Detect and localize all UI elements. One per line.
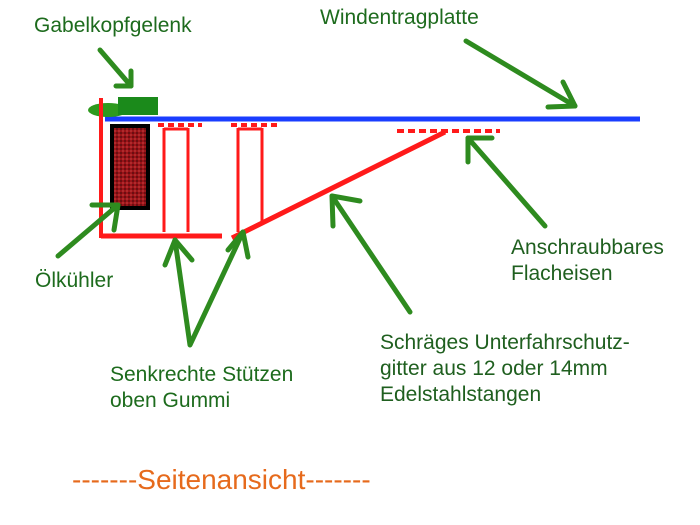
label-gabelkopfgelenk: Gabelkopfgelenk bbox=[34, 14, 192, 37]
caption-seitenansicht: -------Seitenansicht------- bbox=[72, 464, 371, 495]
label-unterfahrschutzgitter: Schräges Unterfahrschutz- gitter aus 12 … bbox=[380, 330, 630, 408]
label-anschraub-line1: Anschraubbares bbox=[511, 236, 664, 259]
label-anschraubbares-flacheisen: Anschraubbares Flacheisen bbox=[511, 235, 664, 287]
label-senkrechte-stuetzen: Senkrechte Stützen oben Gummi bbox=[110, 362, 293, 414]
label-windentragplatte: Windentragplatte bbox=[320, 6, 479, 29]
label-gitter-line2: gitter aus 12 oder 14mm bbox=[380, 357, 608, 380]
label-oelkuehler: Ölkühler bbox=[35, 269, 114, 292]
oelkuehler-body bbox=[110, 124, 150, 210]
label-gitter-line3: Edelstahlstangen bbox=[380, 383, 542, 406]
arrow-oelkuehler bbox=[55, 202, 121, 259]
arrow-gitter bbox=[329, 193, 413, 315]
gabelkopf-block bbox=[118, 97, 158, 115]
label-stuetzen-line1: Senkrechte Stützen bbox=[110, 363, 294, 386]
arrow-flacheisen bbox=[465, 135, 548, 229]
label-stuetzen-line2: oben Gummi bbox=[110, 389, 231, 412]
unterfahrschutz-schraeg bbox=[230, 129, 447, 241]
label-anschraub-line2: Flacheisen bbox=[511, 262, 613, 285]
arrow-windentragplatte bbox=[463, 38, 578, 110]
arrow-gabelkopf bbox=[97, 47, 134, 89]
label-gitter-line1: Schräges Unterfahrschutz- bbox=[380, 331, 630, 354]
arrow-stuetzen bbox=[162, 229, 251, 348]
